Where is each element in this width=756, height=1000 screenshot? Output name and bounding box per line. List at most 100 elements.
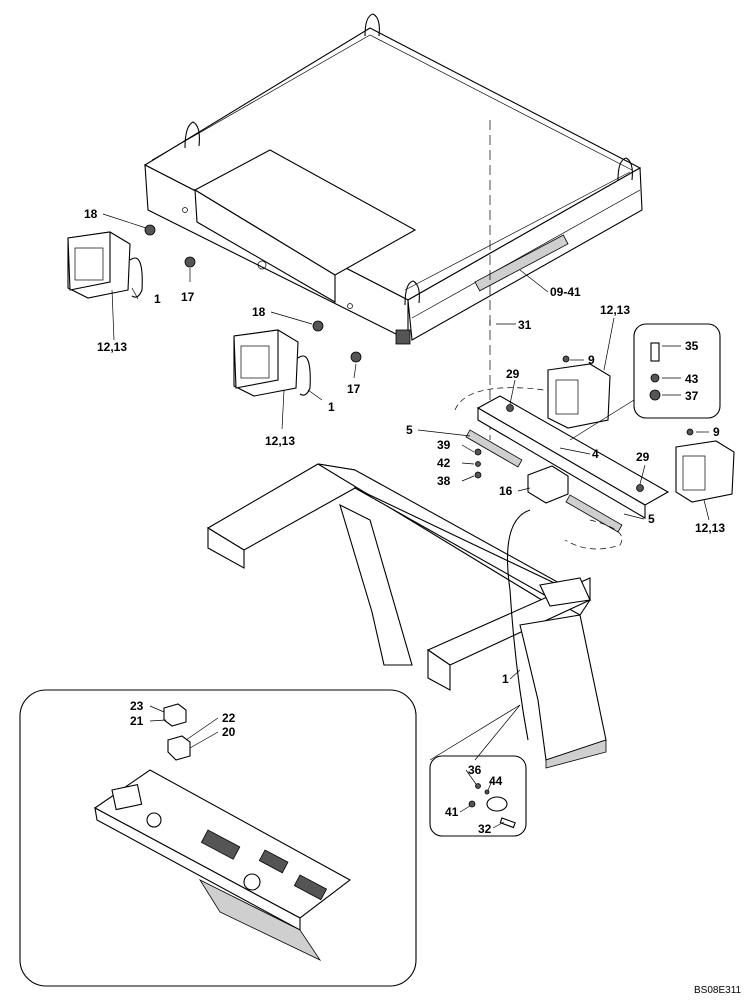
rocker-switch bbox=[167, 735, 191, 761]
nut-9 bbox=[562, 355, 570, 363]
console-knob bbox=[146, 812, 162, 828]
console-switch-bank bbox=[200, 829, 241, 860]
frame-leg-left bbox=[339, 503, 413, 666]
washer-42 bbox=[475, 461, 481, 467]
callout-41: 41 bbox=[445, 805, 459, 819]
rail-5-right bbox=[565, 494, 623, 533]
callout-12-13: 12,13 bbox=[97, 340, 127, 354]
callout-42: 42 bbox=[437, 456, 451, 470]
callout-39: 39 bbox=[437, 438, 451, 452]
callout-37: 37 bbox=[685, 389, 699, 403]
light-housing bbox=[547, 363, 611, 429]
leader-lines bbox=[102, 213, 710, 829]
work-light-lower-right bbox=[675, 428, 735, 503]
rops-frame bbox=[206, 463, 607, 769]
roof-side-channel bbox=[474, 234, 569, 292]
frame-left-end bbox=[207, 527, 245, 569]
bolt-29a bbox=[506, 404, 514, 412]
callout-12-13: 12,13 bbox=[695, 521, 725, 535]
washer-39 bbox=[474, 448, 482, 456]
callout-1: 1 bbox=[154, 292, 161, 306]
light-face bbox=[233, 329, 279, 389]
callout-9: 9 bbox=[713, 425, 720, 439]
roof-rail-back bbox=[151, 34, 633, 171]
lift-eye-back bbox=[364, 13, 380, 37]
cable-1 bbox=[507, 509, 531, 741]
light-lens bbox=[74, 247, 104, 281]
roof-rail-right bbox=[404, 171, 631, 291]
callout-44: 44 bbox=[489, 774, 503, 788]
washer-36 bbox=[475, 783, 481, 789]
callout-4: 4 bbox=[592, 447, 599, 461]
lift-eye-front-left bbox=[184, 121, 200, 149]
console-dial bbox=[243, 873, 261, 891]
console-lower-block bbox=[198, 879, 322, 961]
cable-clamp bbox=[486, 796, 508, 812]
callout-12-13: 12,13 bbox=[265, 434, 295, 448]
callout-29: 29 bbox=[506, 367, 520, 381]
callout-09-41: 09-41 bbox=[550, 285, 581, 299]
light-lens bbox=[240, 345, 270, 379]
light-lens bbox=[682, 455, 706, 491]
nut-37 bbox=[649, 389, 661, 401]
roof-hatch-front bbox=[194, 188, 336, 303]
callout-1: 1 bbox=[502, 672, 509, 686]
console-inset-frame bbox=[19, 689, 417, 987]
loop-indicator bbox=[564, 519, 623, 550]
frame-side bbox=[354, 487, 591, 616]
lift-eye-right bbox=[617, 157, 633, 181]
nut-41 bbox=[468, 800, 476, 808]
callout-18: 18 bbox=[84, 207, 98, 221]
light-face bbox=[67, 231, 111, 291]
rocker-switch bbox=[163, 703, 187, 727]
console-switch-bank bbox=[258, 849, 289, 874]
console-display bbox=[111, 783, 143, 811]
callout-17: 17 bbox=[347, 382, 361, 396]
bolt-29b bbox=[636, 484, 644, 492]
roof-right-face bbox=[407, 167, 643, 341]
callout-36: 36 bbox=[468, 763, 482, 777]
callout-23: 23 bbox=[130, 699, 144, 713]
nut-18 bbox=[144, 224, 156, 236]
screw-32 bbox=[499, 817, 516, 829]
callout-9: 9 bbox=[588, 353, 595, 367]
callout-12-13: 12,13 bbox=[600, 303, 630, 317]
frame-top-left-beam bbox=[206, 463, 356, 551]
callout-22: 22 bbox=[222, 711, 236, 725]
console-switch-bank bbox=[293, 874, 328, 901]
light-lens bbox=[555, 379, 579, 415]
fastener-detail-box bbox=[633, 323, 721, 419]
callout-5: 5 bbox=[406, 423, 413, 437]
light-cable bbox=[297, 355, 311, 396]
callout-18: 18 bbox=[252, 305, 266, 319]
clamp-inset-leader bbox=[474, 704, 521, 761]
roof-top-surface bbox=[143, 27, 642, 301]
callout-labels: 18 1 17 12,13 18 12,13 1 17 09-41 12,13 … bbox=[84, 207, 725, 836]
mount-hole bbox=[347, 303, 353, 309]
washer-43 bbox=[650, 373, 660, 383]
callout-35: 35 bbox=[685, 339, 699, 353]
switch-23-21 bbox=[163, 703, 187, 727]
frame-leg-right bbox=[519, 614, 607, 761]
callout-32: 32 bbox=[478, 822, 492, 836]
lift-eye-front-right bbox=[404, 280, 420, 306]
light-cable bbox=[129, 257, 143, 298]
callout-29: 29 bbox=[636, 450, 650, 464]
hatch-latch bbox=[257, 260, 267, 270]
clamp-inset-leader bbox=[429, 704, 521, 761]
detail-leader bbox=[569, 399, 635, 441]
callout-16: 16 bbox=[499, 484, 513, 498]
rail-5-left bbox=[465, 429, 523, 468]
callout-21: 21 bbox=[130, 714, 144, 728]
clamp-16 bbox=[527, 465, 569, 504]
callout-1: 1 bbox=[328, 400, 335, 414]
console-panel bbox=[93, 769, 352, 961]
leg-foot bbox=[545, 739, 607, 769]
cab-roof bbox=[143, 13, 643, 345]
callout-5: 5 bbox=[648, 512, 655, 526]
bolt-17 bbox=[350, 351, 362, 363]
drawing-number: BS08E311 bbox=[694, 985, 742, 996]
mount-hole bbox=[182, 207, 188, 213]
